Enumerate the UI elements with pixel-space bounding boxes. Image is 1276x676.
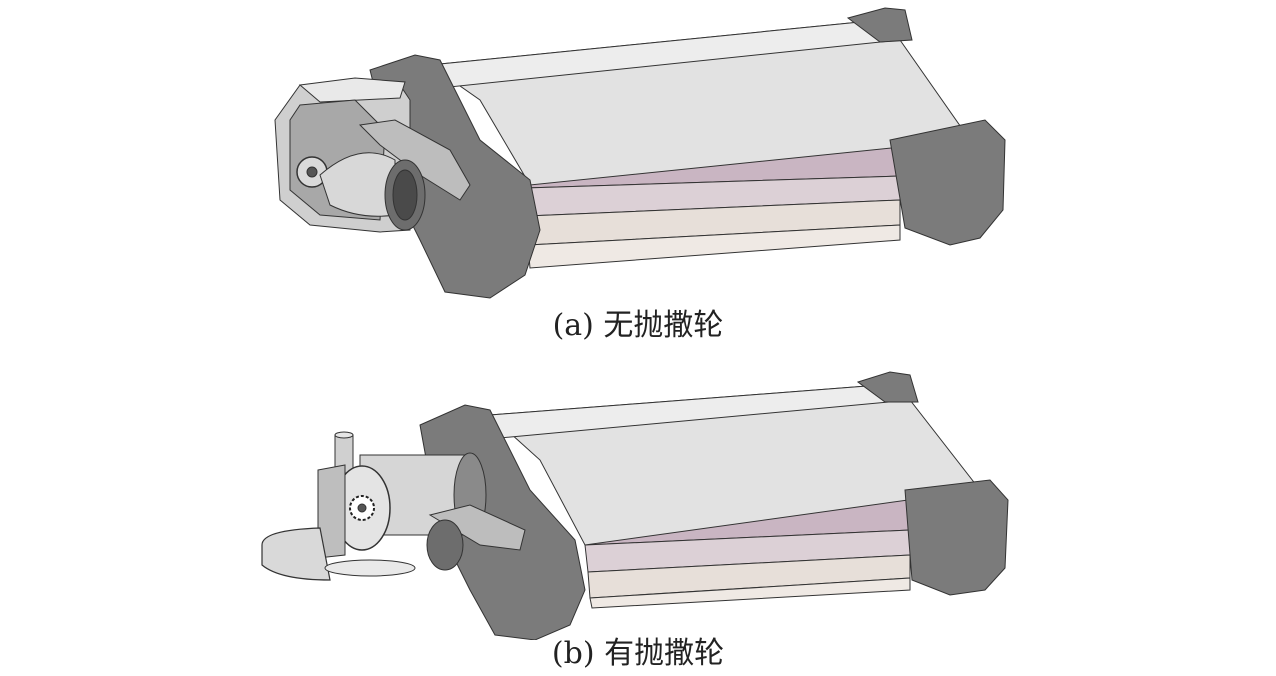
cream-band-lower — [589, 577, 911, 609]
roller-ring-inner — [392, 169, 418, 221]
deflector-fin — [358, 119, 471, 201]
caption-a: (a) 无抛撒轮 — [552, 308, 724, 343]
shaft-hub — [306, 166, 318, 178]
figure-a-no-spreading-wheel — [0, 0, 1276, 300]
roller-ring — [426, 519, 464, 571]
drawing-a — [274, 7, 1006, 299]
deflector-fin — [428, 504, 526, 551]
post-cap — [334, 431, 354, 439]
figure-b-with-spreading-wheel — [0, 340, 1276, 640]
right-plate-top — [846, 7, 913, 43]
drawing-b — [261, 371, 1009, 640]
caption-b: (b) 有抛撒轮 — [551, 636, 725, 671]
right-end-plate — [889, 119, 1006, 246]
spreading-wheel — [261, 527, 331, 581]
drum-hub — [357, 503, 367, 513]
right-end-plate — [904, 479, 1009, 596]
housing-top — [298, 77, 406, 103]
spreading-wheel-base — [324, 559, 416, 577]
right-plate-top — [856, 371, 919, 403]
